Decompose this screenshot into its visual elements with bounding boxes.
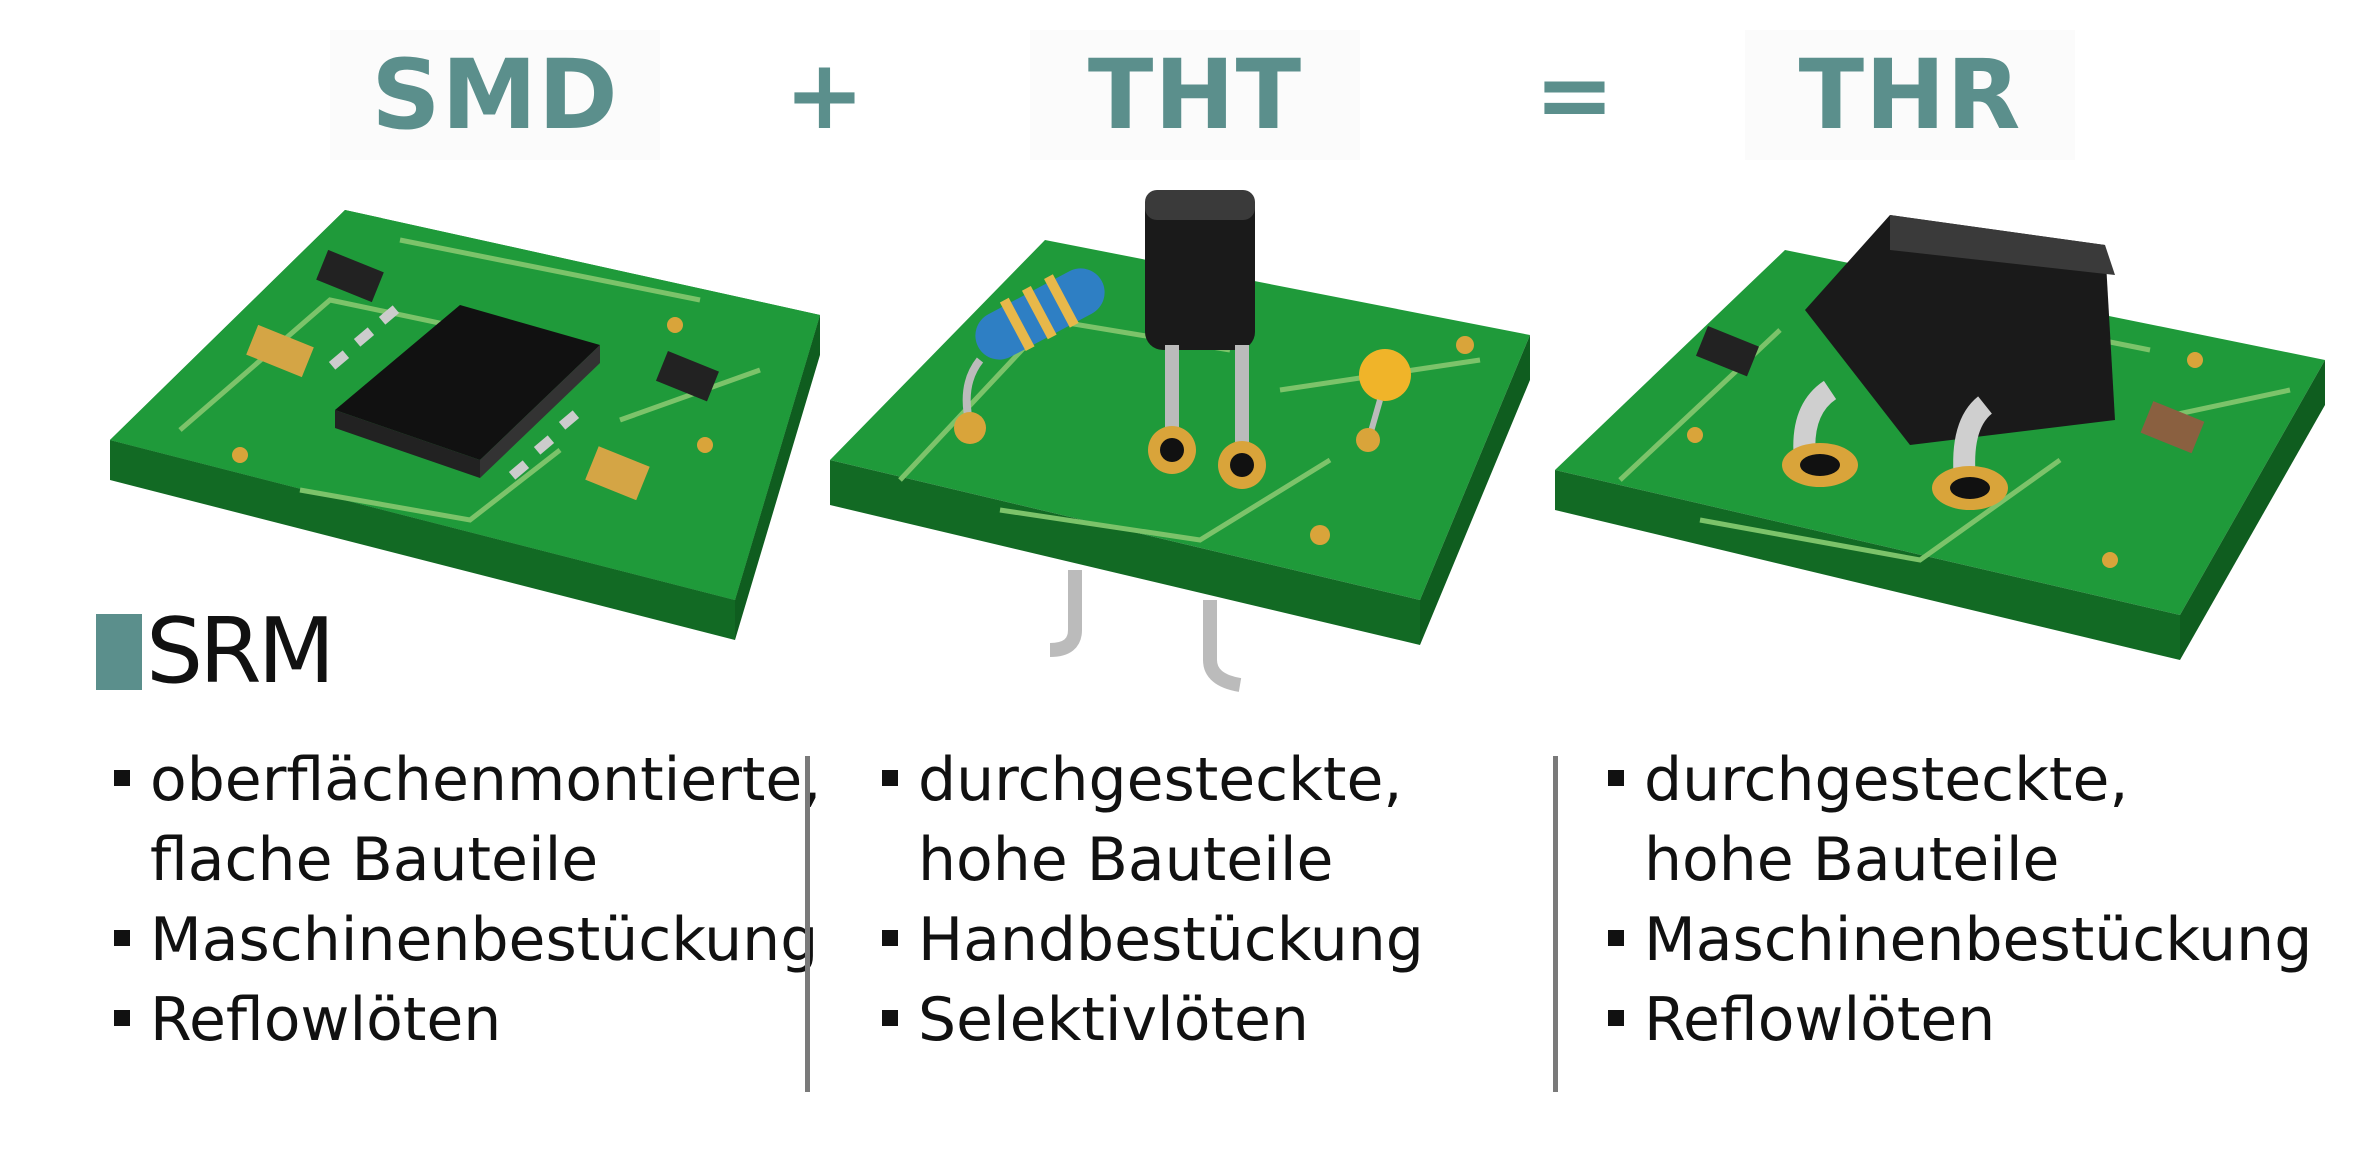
plus-sign: + bbox=[784, 39, 866, 151]
list-item: Reflowlöten bbox=[1608, 980, 2268, 1060]
heading-thr: THR bbox=[1745, 30, 2075, 160]
list-item: Selektivlöten bbox=[882, 980, 1542, 1060]
tht-features: durchgesteckte, hohe Bauteile Handbestüc… bbox=[882, 740, 1542, 1060]
srm-logo: SRM bbox=[96, 599, 335, 704]
logo-bar bbox=[96, 614, 142, 690]
column-divider bbox=[1553, 756, 1558, 1092]
tht-board bbox=[830, 190, 1530, 692]
smd-board bbox=[110, 210, 820, 640]
heading-tht: THT bbox=[1030, 30, 1360, 160]
list-item: Reflowlöten bbox=[114, 980, 774, 1060]
ic-chip bbox=[328, 305, 600, 480]
logo-text: SRM bbox=[146, 599, 335, 704]
heading-smd: SMD bbox=[330, 30, 660, 160]
smd-features: oberflächenmontierte, flache Bauteile Ma… bbox=[114, 740, 821, 1060]
thr-features: durchgesteckte, hohe Bauteile Maschinenb… bbox=[1608, 740, 2312, 1060]
equals-sign: = bbox=[1534, 39, 1616, 151]
resistor bbox=[954, 268, 1105, 444]
list-item: Handbestückung bbox=[882, 900, 1542, 980]
list-item: durchgesteckte, hohe Bauteile bbox=[882, 740, 1542, 900]
list-item: Maschinenbestückung bbox=[1608, 900, 2312, 980]
list-item: oberflächenmontierte, flache Bauteile bbox=[114, 740, 821, 900]
list-item: durchgesteckte, hohe Bauteile bbox=[1608, 740, 2268, 900]
thr-board bbox=[1555, 215, 2325, 660]
pcb-illustrations bbox=[110, 190, 2325, 692]
thr-component bbox=[1782, 215, 2115, 510]
column-divider bbox=[805, 756, 810, 1092]
capacitor bbox=[1356, 349, 1411, 452]
list-item: Maschinenbestückung bbox=[114, 900, 818, 980]
transistor bbox=[1049, 190, 1266, 692]
